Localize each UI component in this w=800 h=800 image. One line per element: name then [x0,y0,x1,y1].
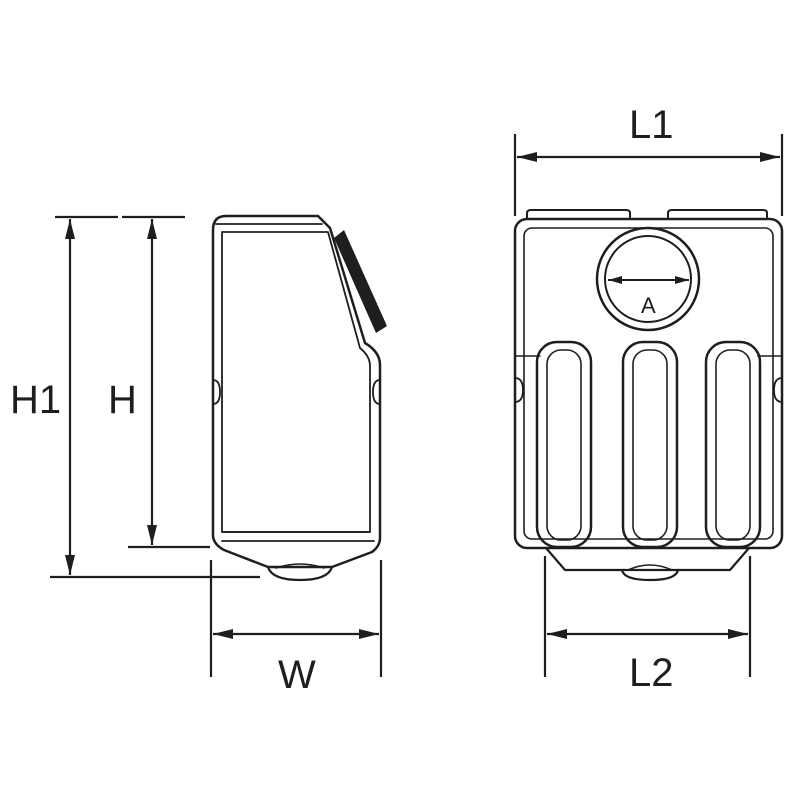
front-view-top-tab-right [667,209,768,220]
w-label: W [278,653,316,697]
front-view-notch-right [773,377,783,403]
side-view-notch-left [212,379,221,405]
front-view-dimensions [513,134,784,677]
h-label: H [108,378,137,422]
front-view-foot-tab-inner [627,564,673,571]
front-view-clamp-2-inner [632,349,668,541]
front-view-clamp-3 [704,340,762,549]
front-view-foot-tab [620,568,680,582]
side-view [211,214,382,582]
front-view-inner-body [523,227,774,540]
side-view-notch-right [372,379,381,405]
front-view-clamp-1 [535,340,593,549]
side-view-inner-outline [221,231,371,533]
l1-label: L1 [629,103,674,147]
front-view-clamp-2 [621,340,679,549]
l2-label: L2 [629,651,674,695]
front-view-foot [544,546,751,572]
front-view-clamp-3-inner [715,349,751,541]
side-view-latch-strip [334,230,387,333]
side-view-dimensions [50,215,383,677]
h1-label: H1 [10,378,61,422]
front-view-body [513,217,784,550]
front-view-notch-left [514,377,524,403]
side-view-foot [266,565,334,582]
front-view-hole-outer [595,226,701,332]
a-label: A [641,293,656,318]
side-view-outline [211,214,382,569]
side-view-foot-inner [275,563,325,569]
front-view [513,209,784,582]
front-view-clamp-1-inner [546,349,582,541]
front-view-hole-inner [604,235,692,323]
front-view-top-tab-left [526,209,631,220]
